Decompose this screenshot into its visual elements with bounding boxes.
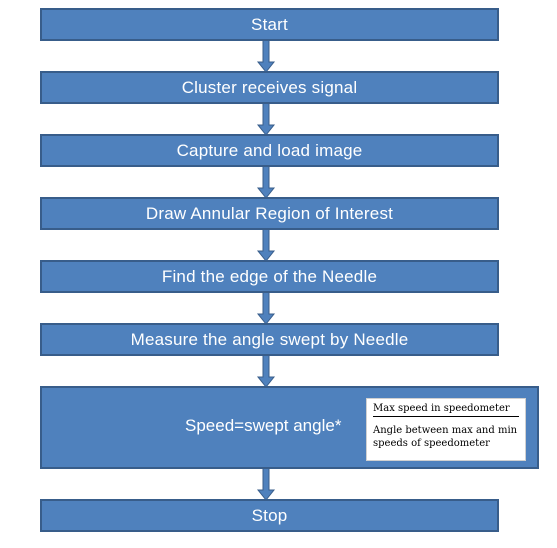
arrow-start-to-cluster [256, 39, 276, 73]
arrow-cluster-to-capture [256, 102, 276, 136]
speed-formula-label: Speed=swept angle* [185, 416, 342, 435]
step-cluster-receives-signal: Cluster receives signal [40, 71, 499, 104]
step-draw-annular-region: Draw Annular Region of Interest [40, 197, 499, 230]
step-measure-swept-angle: Measure the angle swept by Needle [40, 323, 499, 356]
arrow-measure-to-speed [256, 354, 276, 388]
fraction-numerator: Max speed in speedometer [373, 402, 519, 417]
step-find-needle-edge: Find the edge of the Needle [40, 260, 499, 293]
step-stop-label: Stop [251, 505, 288, 525]
step-cluster-receives-signal-label: Cluster receives signal [181, 77, 358, 97]
step-capture-and-load-image-label: Capture and load image [176, 140, 363, 160]
step-start-label: Start [251, 14, 288, 34]
step-stop: Stop [40, 499, 499, 532]
step-start: Start [40, 8, 499, 41]
step-measure-swept-angle-label: Measure the angle swept by Needle [130, 329, 409, 349]
step-speed-formula: Speed=swept angle* Max speed in speedome… [40, 386, 539, 469]
step-find-needle-edge-label: Find the edge of the Needle [161, 266, 378, 286]
step-capture-and-load-image: Capture and load image [40, 134, 499, 167]
fraction-denominator: Angle between max and min speeds of spee… [373, 425, 518, 449]
arrow-annular-to-edge [256, 228, 276, 262]
speed-fraction: Max speed in speedometer Angle between m… [366, 398, 526, 461]
arrow-speed-to-stop [256, 467, 276, 501]
arrow-capture-to-annular [256, 165, 276, 199]
step-draw-annular-region-label: Draw Annular Region of Interest [145, 203, 394, 223]
arrow-edge-to-measure [256, 291, 276, 325]
